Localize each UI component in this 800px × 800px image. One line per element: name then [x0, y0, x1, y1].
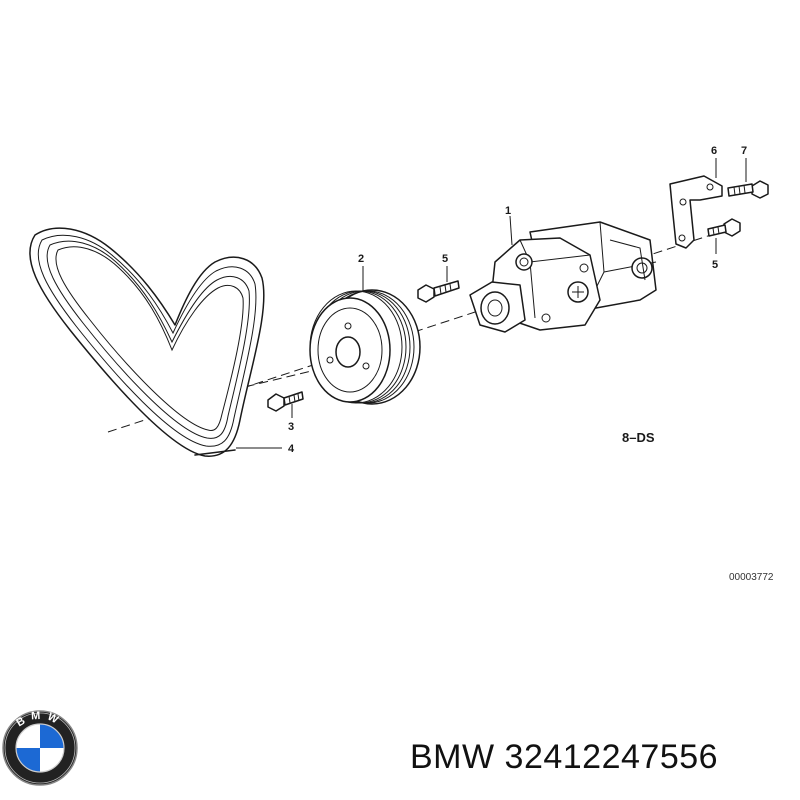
part-number-label: BMW 32412247556 [410, 738, 718, 777]
bracket-bolt [727, 180, 769, 199]
model-code: 8–DS [622, 430, 655, 445]
callout-7: 7 [741, 145, 747, 157]
brand-name: BMW [410, 738, 495, 776]
callout-3: 3 [288, 421, 294, 433]
pulley-bolt [267, 391, 304, 412]
callout-5-left: 5 [442, 253, 448, 265]
drawing-reference: 00003772 [729, 572, 774, 583]
callout-1: 1 [505, 205, 511, 217]
callout-6: 6 [711, 145, 717, 157]
part-number: 32412247556 [504, 738, 719, 776]
drive-belt [29, 227, 265, 457]
bmw-logo: BMW [2, 710, 78, 786]
callout-4: 4 [288, 443, 295, 455]
pulley [309, 289, 421, 405]
power-steering-pump [469, 221, 657, 333]
leader-lines [236, 158, 747, 449]
callout-5-right: 5 [712, 259, 718, 271]
pump-bolt-left [417, 280, 460, 303]
callout-2: 2 [358, 253, 364, 265]
mounting-bracket [669, 175, 723, 249]
pump-bolt-right [707, 218, 741, 237]
